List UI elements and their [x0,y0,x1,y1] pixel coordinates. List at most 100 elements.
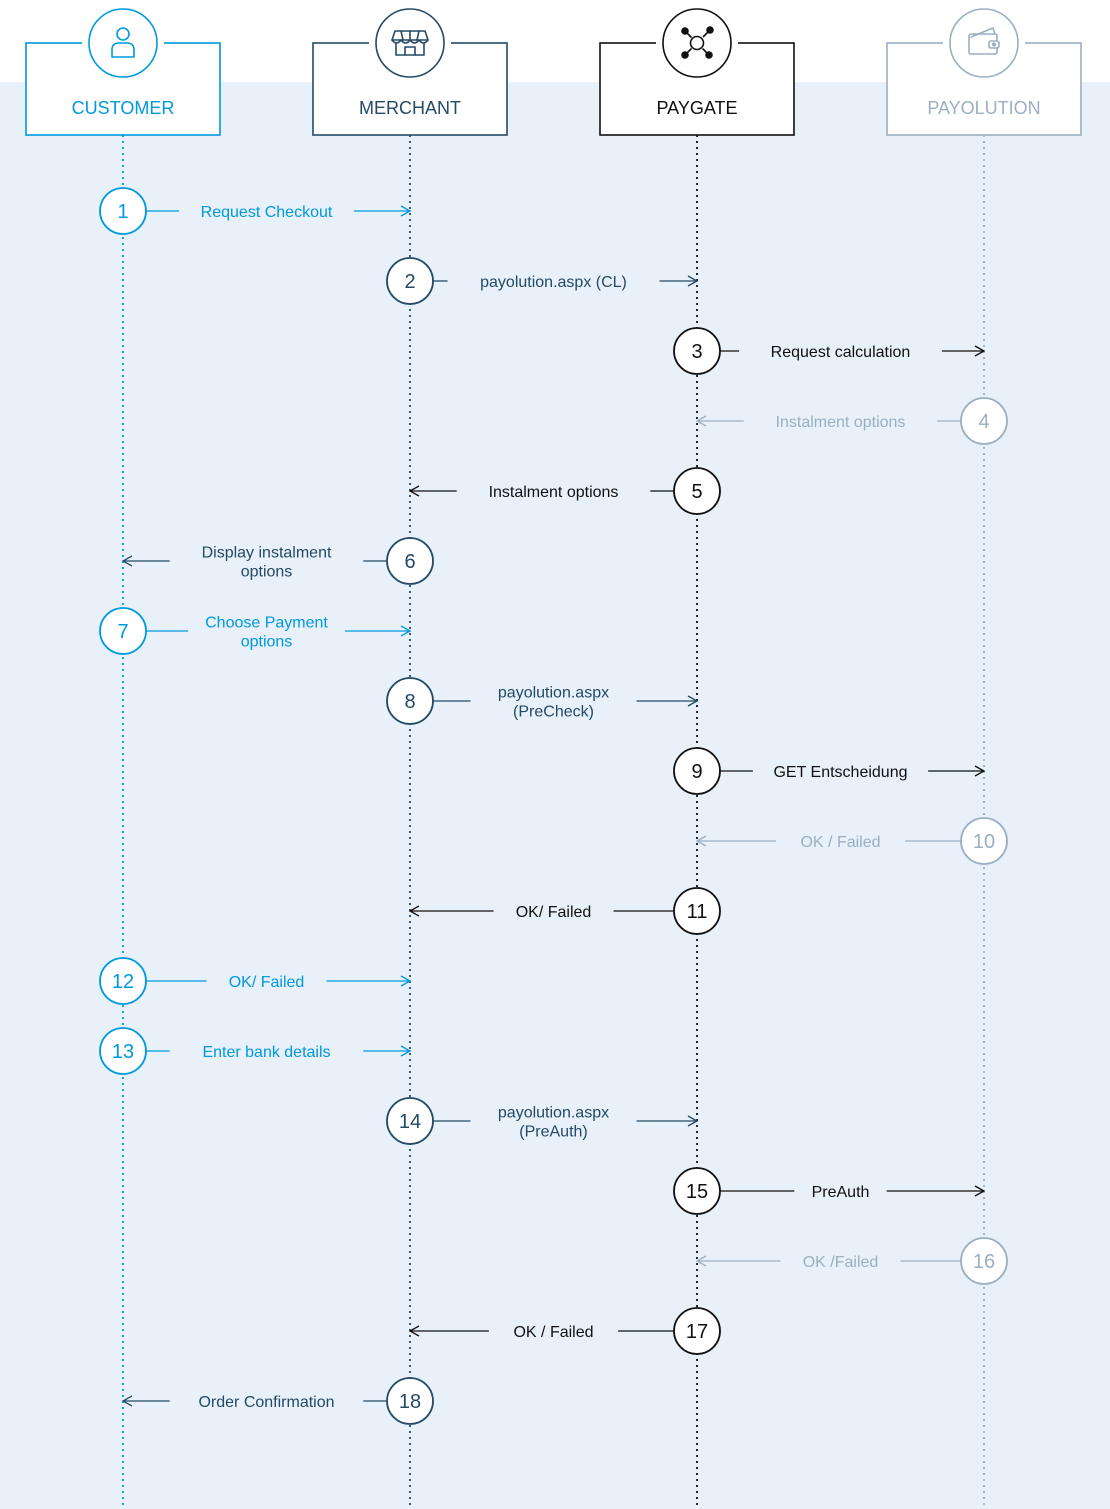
message-label-line: (PreCheck) [513,704,594,721]
step-number: 3 [691,341,702,363]
message-label-line: payolution.aspx [498,685,609,702]
message-label-line: OK /Failed [803,1254,879,1271]
arrowhead-icon [400,625,412,637]
step-8: payolution.aspx (PreCheck) 8 [386,677,699,725]
step-number-circle [673,1167,721,1215]
actor-label: PAYGATE [656,98,737,118]
step-number-circle [673,327,721,375]
step-number: 13 [112,1041,134,1063]
step-number-circle [960,817,1008,865]
arrowhead-icon [408,485,420,497]
step-number: 4 [978,411,989,433]
actor-label: CUSTOMER [72,98,175,118]
actor-icon-circle [662,8,732,78]
step-number-circle [673,887,721,935]
arrowhead-icon [121,555,133,567]
step-number-circle [386,1097,434,1145]
step-number-circle [673,1307,721,1355]
arrowhead-icon [695,1255,707,1267]
arrowhead-icon [400,205,412,217]
message-label: payolution.aspx (PreCheck) [498,685,609,721]
step-number: 5 [691,481,702,503]
arrowhead-icon [408,905,420,917]
step-2: payolution.aspx (CL) 2 [386,257,699,305]
step-number: 2 [404,271,415,293]
step-number-circle [386,677,434,725]
step-number-circle [386,257,434,305]
message-label-line: OK / Failed [800,834,880,851]
arrowhead-icon [687,275,699,287]
message-label: PreAuth [812,1184,870,1201]
message-label: OK/ Failed [229,974,305,991]
step-number: 16 [973,1251,995,1273]
message-label: OK /Failed [803,1254,879,1271]
actor-merchant: MERCHANT [312,2,508,1509]
step-11: OK/ Failed 11 [408,887,721,935]
network-hub-icon [681,26,714,59]
message-label: OK / Failed [800,834,880,851]
message-label: payolution.aspx (CL) [480,274,627,291]
step-4: Instalment options 4 [695,397,1008,445]
actor-label: PAYOLUTION [927,98,1040,118]
step-number: 17 [686,1321,708,1343]
actor-icon-circle [375,8,445,78]
actor-payolution: PAYOLUTION [886,2,1082,1509]
arrowhead-icon [695,415,707,427]
message-label: GET Entscheidung [773,764,907,781]
actor-label: MERCHANT [359,98,461,118]
message-label-line: options [241,564,293,581]
message-label: Request calculation [771,344,911,361]
message-label: Instalment options [489,484,619,501]
step-number-circle [99,957,147,1005]
arrowhead-icon [687,695,699,707]
arrowhead-icon [121,1395,133,1407]
step-number: 8 [404,691,415,713]
message-label-line: Instalment options [489,484,619,501]
message-label-line: Instalment options [776,414,906,431]
step-number-circle [99,1027,147,1075]
message-label-line: GET Entscheidung [773,764,907,781]
message-label: OK/ Failed [516,904,592,921]
message-label: Request Checkout [201,204,333,221]
message-label-line: PreAuth [812,1184,870,1201]
step-number-circle [960,397,1008,445]
step-number-circle [99,187,147,235]
message-label-line: (PreAuth) [519,1124,587,1141]
step-number: 7 [117,621,128,643]
arrowhead-icon [974,1185,986,1197]
step-number: 9 [691,761,702,783]
step-number-circle [386,1377,434,1425]
step-number: 12 [112,971,134,993]
step-number: 14 [399,1111,421,1133]
step-number-circle [960,1237,1008,1285]
message-label-line: Request Checkout [201,204,333,221]
arrowhead-icon [974,345,986,357]
step-number: 6 [404,551,415,573]
step-5: Instalment options 5 [408,467,721,515]
arrowhead-icon [974,765,986,777]
step-9: GET Entscheidung 9 [673,747,986,795]
step-1: Request Checkout 1 [99,187,412,235]
arrowhead-icon [400,975,412,987]
actor-icon-circle [949,8,1019,78]
message-label-line: Request calculation [771,344,911,361]
step-number: 1 [117,201,128,223]
message-label-line: OK / Failed [513,1324,593,1341]
message-label-line: payolution.aspx [498,1105,609,1122]
message-label-line: OK/ Failed [516,904,592,921]
step-number-circle [386,537,434,585]
step-17: OK / Failed 17 [408,1307,721,1355]
step-number: 11 [687,901,708,923]
person-icon [111,27,135,58]
message-label: payolution.aspx (PreAuth) [498,1105,609,1141]
step-number-circle [673,467,721,515]
message-label: OK / Failed [513,1324,593,1341]
diagram-background [0,82,1110,1509]
step-14: payolution.aspx (PreAuth) 14 [386,1097,699,1145]
